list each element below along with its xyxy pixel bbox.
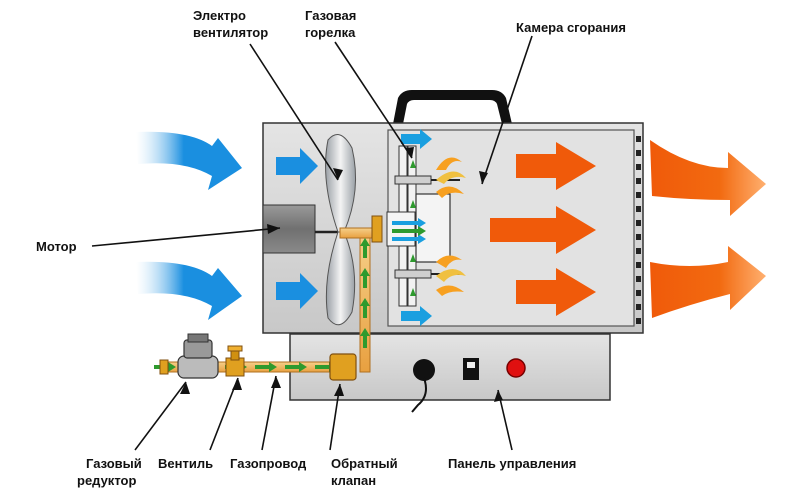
check-valve	[329, 353, 357, 381]
gas-reducer	[177, 333, 219, 379]
leader-fan	[249, 43, 339, 181]
burner-air-arrows	[392, 129, 432, 326]
burner-flames-top	[436, 157, 466, 198]
label-check-valve-line1: Обратный	[331, 456, 398, 471]
hot-air-exhaust-arrow-bottom	[650, 246, 766, 318]
hot-air-exhaust-arrow-top	[650, 140, 766, 216]
pipe-inlet-fitting	[159, 359, 169, 375]
control-knob[interactable]	[413, 359, 435, 381]
cold-air-intake-arrow-top	[136, 131, 242, 190]
label-chamber: Камера сгорания	[516, 20, 626, 35]
fan-blade-bottom	[325, 231, 356, 326]
inner-air-arrow-top	[276, 148, 318, 184]
label-reducer-line2: редуктор	[77, 473, 136, 488]
label-gas-pipe: Газопровод	[230, 456, 307, 471]
label-burner-line2: горелка	[305, 25, 356, 40]
power-cord	[411, 377, 427, 413]
indicator-lamp	[506, 358, 526, 378]
leader-chamber	[481, 35, 533, 185]
vent-slots	[636, 136, 641, 324]
hot-air-arrow-2	[490, 206, 596, 254]
burner-gas-arrows	[392, 160, 426, 296]
label-fan-line2: вентилятор	[193, 25, 268, 40]
hot-air-arrow-1	[516, 142, 596, 190]
label-valve: Вентиль	[158, 456, 213, 471]
power-switch[interactable]	[463, 358, 479, 380]
label-motor: Мотор	[36, 239, 77, 254]
burner-flames-bottom	[436, 255, 466, 296]
hot-air-arrow-3	[516, 268, 596, 316]
label-check-valve-line2: клапан	[331, 473, 376, 488]
leader-gas-pipe	[261, 375, 277, 451]
pipe-top-fitting	[371, 215, 383, 243]
label-burner-line1: Газовая	[305, 8, 356, 23]
gas-burner	[386, 145, 460, 307]
inner-air-arrow-bottom	[276, 273, 318, 309]
cold-air-intake-arrow-bottom	[136, 261, 242, 320]
fan-blade-top	[325, 134, 357, 233]
label-fan-line1: Электро	[193, 8, 246, 23]
label-control-panel: Панель управления	[448, 456, 576, 471]
leader-motor	[91, 227, 281, 247]
shutoff-valve	[225, 345, 245, 377]
carry-handle	[393, 90, 512, 124]
leader-reducer	[134, 381, 187, 451]
leader-burner	[334, 41, 413, 159]
label-reducer-line1: Газовый	[86, 456, 142, 471]
